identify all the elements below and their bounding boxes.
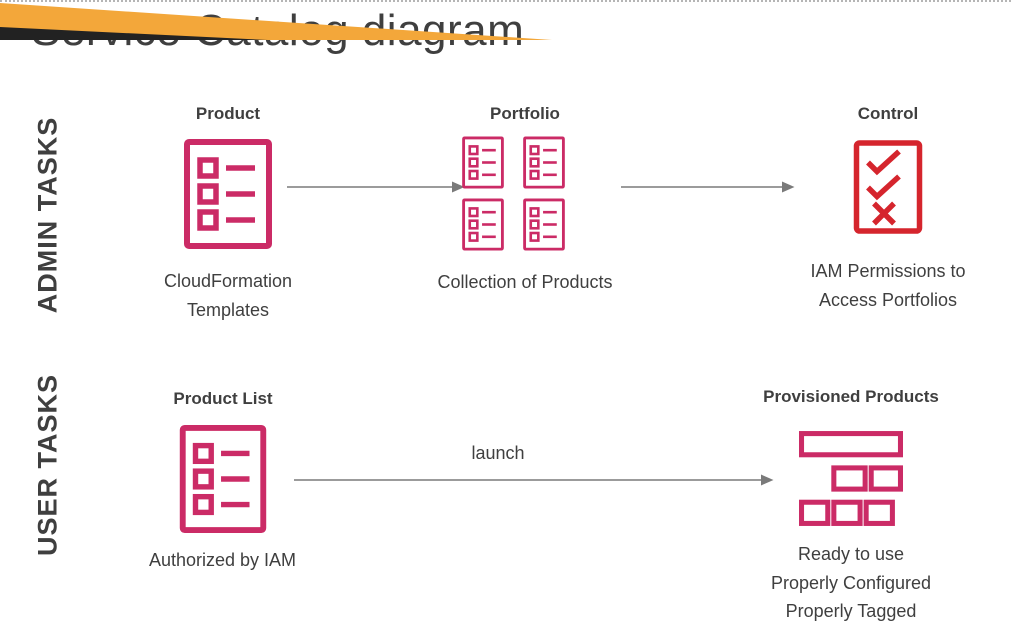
checklist-document-icon <box>462 136 504 189</box>
section-divider <box>0 0 1011 2</box>
approval-checklist-icon <box>853 140 923 234</box>
checklist-document-icon <box>184 139 272 249</box>
checklist-document-icon <box>523 136 565 189</box>
arrow-portfolio-to-control-icon <box>621 181 795 193</box>
provisioned-caption-line: Properly Configured <box>770 573 932 593</box>
user-section-label: USER TASKS <box>32 373 63 557</box>
portfolio-icon-grid <box>461 136 566 251</box>
product-node-label: Product <box>195 104 261 123</box>
admin-section-label: ADMIN TASKS <box>32 116 63 314</box>
launch-arrow-label: launch <box>471 443 525 463</box>
product-list-caption: Authorized by IAM <box>148 550 297 570</box>
product-caption: CloudFormation Templates <box>163 271 293 320</box>
footer-dark-triangle <box>0 27 268 40</box>
arrow-launch-icon <box>294 474 774 486</box>
control-node-label: Control <box>857 104 919 123</box>
product-list-node-label: Product List <box>173 389 273 408</box>
stacked-blocks-icon <box>799 431 903 526</box>
control-caption: IAM Permissions to Access Portfolios <box>810 261 966 310</box>
checklist-document-icon <box>523 198 565 251</box>
portfolio-caption: Collection of Products <box>437 272 613 292</box>
provisioned-node-label: Provisioned Products <box>763 387 939 406</box>
checklist-document-icon <box>462 198 504 251</box>
portfolio-node-label: Portfolio <box>490 104 560 123</box>
provisioned-caption-line: Ready to use <box>797 544 905 564</box>
provisioned-caption-line: Properly Tagged <box>785 601 917 621</box>
arrow-product-to-portfolio-icon <box>287 181 465 193</box>
checklist-document-icon <box>179 424 267 534</box>
footer-ribbon <box>0 3 552 40</box>
footer-orange-ribbon <box>0 3 552 40</box>
